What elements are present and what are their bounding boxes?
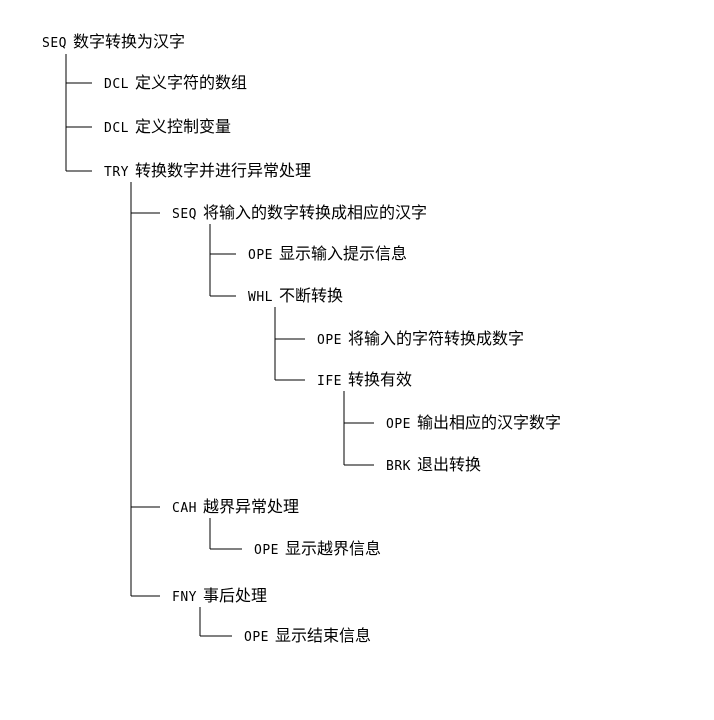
node-keyword: OPE	[317, 333, 342, 348]
node-whl: WHL 不断转换	[248, 286, 343, 306]
node-text: 定义控制变量	[134, 117, 231, 136]
node-text: 显示结束信息	[274, 626, 371, 645]
node-keyword: CAH	[172, 501, 197, 516]
node-keyword: DCL	[104, 77, 129, 92]
node-keyword: OPE	[244, 630, 269, 645]
node-keyword: TRY	[104, 165, 129, 180]
node-keyword: FNY	[172, 590, 197, 605]
node-cah: CAH 越界异常处理	[172, 497, 299, 517]
node-text: 定义字符的数组	[134, 73, 247, 92]
node-keyword: BRK	[386, 459, 411, 474]
node-seq-inner: SEQ 将输入的数字转换成相应的汉字	[172, 203, 427, 223]
node-text: 数字转换为汉字	[72, 32, 185, 51]
node-text: 转换数字并进行异常处理	[134, 161, 311, 180]
node-text: 事后处理	[202, 586, 267, 605]
node-text: 将输入的数字转换成相应的汉字	[202, 203, 427, 222]
node-ope-prompt: OPE 显示输入提示信息	[248, 244, 407, 264]
node-text: 输出相应的汉字数字	[416, 413, 561, 432]
node-ope-range: OPE 显示越界信息	[254, 539, 381, 559]
node-keyword: DCL	[104, 121, 129, 136]
node-keyword: IFE	[317, 374, 342, 389]
node-keyword: OPE	[248, 248, 273, 263]
node-fny: FNY 事后处理	[172, 586, 267, 606]
node-ife: IFE 转换有效	[317, 370, 412, 390]
node-try: TRY 转换数字并进行异常处理	[104, 161, 311, 181]
node-text: 退出转换	[416, 455, 481, 474]
node-text: 将输入的字符转换成数字	[347, 329, 524, 348]
node-keyword: OPE	[386, 417, 411, 432]
node-keyword: WHL	[248, 290, 273, 305]
node-dcl-control: DCL 定义控制变量	[104, 117, 231, 137]
node-ope-output: OPE 输出相应的汉字数字	[386, 413, 561, 433]
node-text: 显示输入提示信息	[278, 244, 407, 263]
node-ope-end: OPE 显示结束信息	[244, 626, 371, 646]
node-brk: BRK 退出转换	[386, 455, 481, 475]
node-keyword: SEQ	[42, 36, 67, 51]
node-text: 显示越界信息	[284, 539, 381, 558]
node-text: 转换有效	[347, 370, 412, 389]
node-keyword: SEQ	[172, 207, 197, 222]
node-dcl-array: DCL 定义字符的数组	[104, 73, 247, 93]
node-ope-convert: OPE 将输入的字符转换成数字	[317, 329, 524, 349]
node-keyword: OPE	[254, 543, 279, 558]
node-text: 不断转换	[278, 286, 343, 305]
node-root-seq: SEQ 数字转换为汉字	[42, 32, 185, 52]
node-text: 越界异常处理	[202, 497, 299, 516]
